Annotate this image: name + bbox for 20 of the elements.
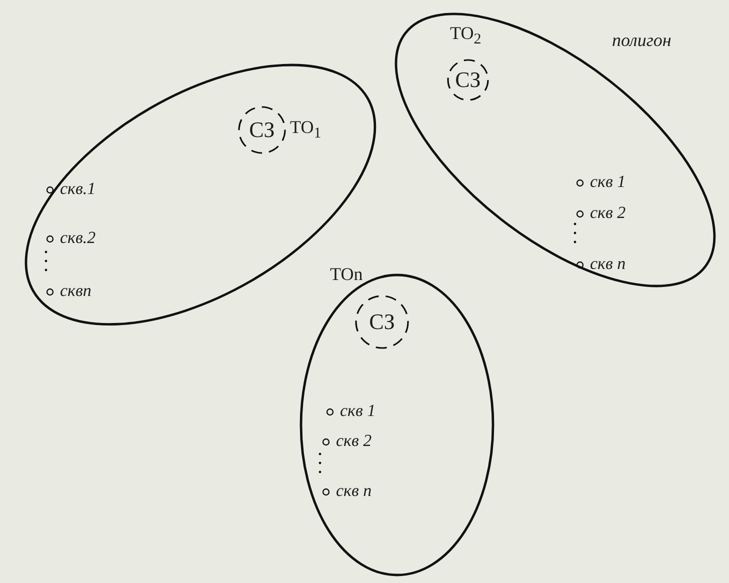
oval-region <box>396 14 714 286</box>
well-label: скв 1 <box>340 402 376 419</box>
well-label: скв n <box>336 482 372 499</box>
well-label: скв.2 <box>60 228 96 246</box>
region-label: ТОn <box>330 265 363 283</box>
well-label: скв 2 <box>336 432 372 449</box>
well-label: сквn <box>60 282 92 299</box>
region-label: ТО$_{2}$ <box>450 24 482 48</box>
zone-label: СЗ <box>368 311 396 333</box>
dashed-circle <box>238 106 286 154</box>
diagram-label: полигон <box>612 30 672 51</box>
well-label: скв n <box>590 254 626 272</box>
dashed-circle <box>355 295 409 349</box>
well-label: скв.1 <box>60 180 96 197</box>
zone-label: СЗ <box>454 68 482 91</box>
well-label: скв 1 <box>590 172 626 190</box>
region-label: ТО$_{1}$ <box>290 118 322 142</box>
dashed-circle <box>446 58 489 101</box>
zone-label: СЗ <box>248 118 276 141</box>
well-label: скв 2 <box>590 204 626 221</box>
